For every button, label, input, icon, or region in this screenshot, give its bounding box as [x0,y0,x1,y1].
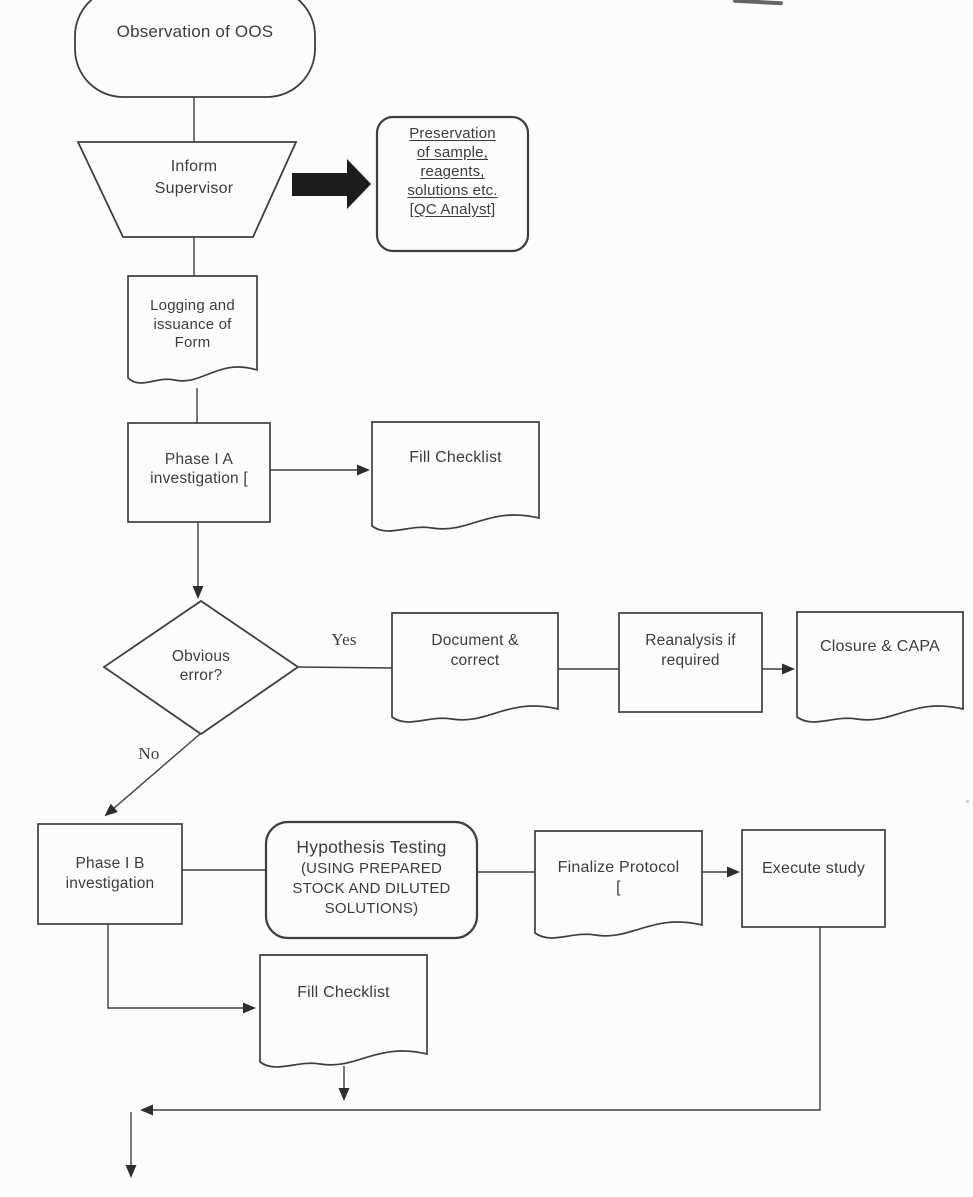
label-document-correct: Document & correct [431,632,519,669]
nodes [37,0,964,1068]
node-reanalysis-rect [618,612,763,713]
scan-speck [966,800,969,803]
label-phase1b: Phase I B investigation [65,855,155,892]
label-phase1a: Phase I A investigation [ [150,451,248,487]
node-inform-supervisor-trapezoid [76,141,298,238]
label-yes: Yes [331,630,357,649]
node-observation-terminator [74,0,316,98]
node-closure-capa-document [796,611,964,723]
edge-decision-yes [295,666,394,669]
label-hypothesis-title: Hypothesis Testing [296,837,447,857]
connectors [104,97,821,1178]
label-no: No [138,744,160,763]
node-finalize-protocol-document [534,830,703,939]
node-logging-form-document [127,275,258,384]
label-hypothesis-subtitle: (USING PREPARED STOCK AND DILUTED SOLUTI… [292,860,451,917]
block-arrow-icon [292,159,371,209]
node-hypothesis-rounded [264,820,479,940]
node-fill-checklist-bottom-document [259,954,428,1068]
edge-execute-return [140,927,821,1116]
edge-phase1b-checklist [107,924,256,1014]
label-execute-study: Execute study [761,860,866,877]
label-inform-supervisor: Inform Supervisor [154,158,234,197]
node-phase1b-rect [37,823,183,925]
label-preservation-note: Preservation of sample, reagents, soluti… [407,125,498,218]
node-preservation-note [375,115,530,253]
node-obvious-error-diamond [102,599,300,736]
node-execute-study-rect [741,829,886,928]
label-reanalysis: Reanalysis if required [645,632,736,669]
node-fill-checklist-top-document [371,421,540,532]
label-observation: Observation of OOS [116,22,274,41]
node-phase1a-rect [127,422,271,523]
label-fill-checklist-top: Fill Checklist [409,449,502,466]
edge-decision-no [104,733,201,817]
label-logging-form: Logging and issuance of Form [150,297,235,351]
label-obvious-error: Obvious error? [171,648,231,684]
label-fill-checklist-bottom: Fill Checklist [297,984,390,1001]
label-closure-capa: Closure & CAPA [820,638,940,655]
node-document-correct-document [391,612,559,723]
label-finalize-protocol: Finalize Protocol [ [557,859,680,896]
